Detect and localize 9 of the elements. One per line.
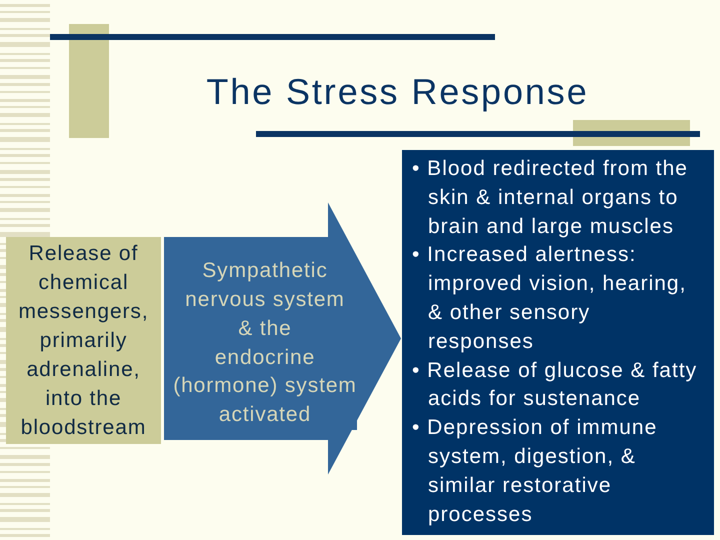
bullet-item: • Depression of immune system, digestion, & similar restorative processes xyxy=(411,415,658,528)
block-arrow xyxy=(164,202,401,474)
bullet-panel xyxy=(402,150,714,535)
bullet-item: • Release of glucose & fatty acids for sustenance xyxy=(411,358,698,412)
bullet-item: • Increased alertness: improved vision, hearing, & other sensory responses xyxy=(411,242,688,355)
box-text: Release of chemical messengers, primarily adrenaline, into the bloodstream xyxy=(18,241,149,441)
slide-title: The Stress Response xyxy=(205,70,590,114)
text-box xyxy=(6,237,161,444)
bullet-item: • Blood redirected from the skin & internal organs to brain and large muscles xyxy=(411,156,689,240)
